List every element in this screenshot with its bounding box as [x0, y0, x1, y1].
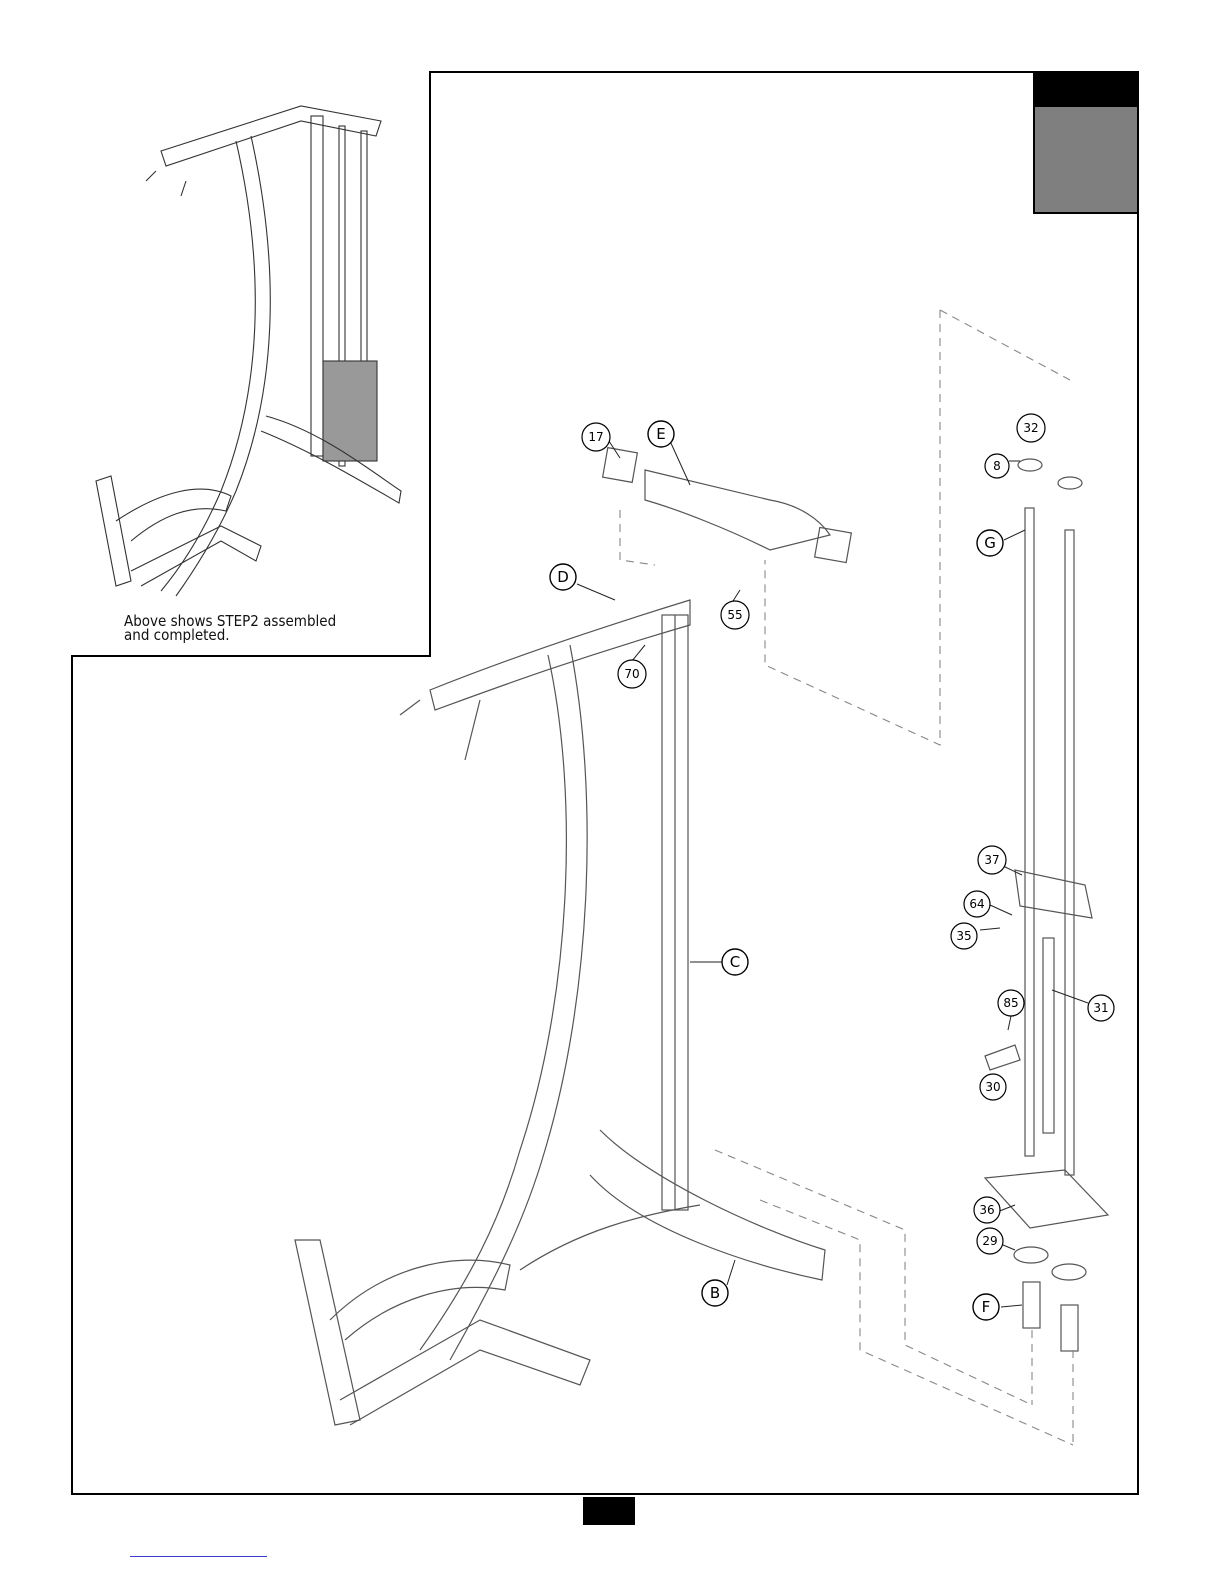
assembled-view-inset: [71, 71, 431, 657]
callout-30: 30: [980, 1074, 1006, 1100]
callout-29: 29: [977, 1228, 1003, 1254]
callout-D: D: [550, 564, 576, 590]
svg-text:G: G: [984, 534, 996, 552]
guide-rod-right: [1065, 530, 1074, 1175]
svg-text:31: 31: [1093, 1001, 1108, 1015]
svg-text:35: 35: [956, 929, 971, 943]
callout-70: 70: [618, 660, 646, 688]
callout-32: 32: [1017, 414, 1045, 442]
svg-text:29: 29: [982, 1234, 997, 1248]
base-b: [590, 1130, 825, 1280]
step-tab: [1033, 105, 1139, 214]
step-tab-header: [1033, 71, 1139, 105]
base-left: [295, 1240, 360, 1425]
dash-rod-path: [765, 310, 1070, 745]
svg-text:8: 8: [993, 459, 1001, 473]
frame-d-curve-right: [450, 645, 587, 1360]
inset-caption: Above shows STEP2 assembled and complete…: [124, 614, 424, 642]
svg-text:F: F: [982, 1298, 991, 1316]
callout-17: 17: [582, 423, 610, 451]
callout-55: 55: [721, 601, 749, 629]
svg-text:36: 36: [979, 1203, 994, 1217]
selector-stem: [1043, 938, 1054, 1133]
svg-text:85: 85: [1003, 996, 1018, 1010]
guide-rod-left: [1025, 508, 1034, 1156]
callout-G: G: [977, 530, 1003, 556]
svg-text:64: 64: [969, 897, 984, 911]
top-plate: [1015, 870, 1092, 918]
svg-text:17: 17: [588, 430, 603, 444]
callout-31: 31: [1088, 995, 1114, 1021]
callout-F: F: [973, 1294, 999, 1320]
svg-text:30: 30: [985, 1080, 1000, 1094]
svg-text:32: 32: [1023, 421, 1038, 435]
callout-85: 85: [998, 990, 1024, 1016]
frame-d-outline-front: [430, 600, 690, 710]
top-arm-e: [645, 470, 830, 550]
callout-E: E: [648, 421, 674, 447]
svg-text:C: C: [730, 953, 740, 971]
callout-8: 8: [985, 454, 1009, 478]
svg-text:B: B: [710, 1284, 720, 1302]
svg-text:55: 55: [727, 608, 742, 622]
footer-link-underline[interactable]: [130, 1556, 267, 1557]
page-number-tab: [583, 1497, 635, 1525]
svg-text:E: E: [656, 425, 665, 443]
callout-64: 64: [964, 891, 990, 917]
frame-d-curve-left: [420, 655, 566, 1350]
svg-text:70: 70: [624, 667, 639, 681]
callout-35: 35: [951, 923, 977, 949]
svg-text:37: 37: [984, 853, 999, 867]
end-cap-17: [603, 448, 638, 483]
bottom-plate: [985, 1170, 1108, 1228]
callout-37: 37: [978, 846, 1006, 874]
assembled-machine-illustration: [71, 71, 429, 611]
callout-B: B: [702, 1280, 728, 1306]
end-cap: [815, 527, 852, 562]
callout-36: 36: [974, 1197, 1000, 1223]
callout-C: C: [722, 949, 748, 975]
svg-text:D: D: [557, 568, 569, 586]
